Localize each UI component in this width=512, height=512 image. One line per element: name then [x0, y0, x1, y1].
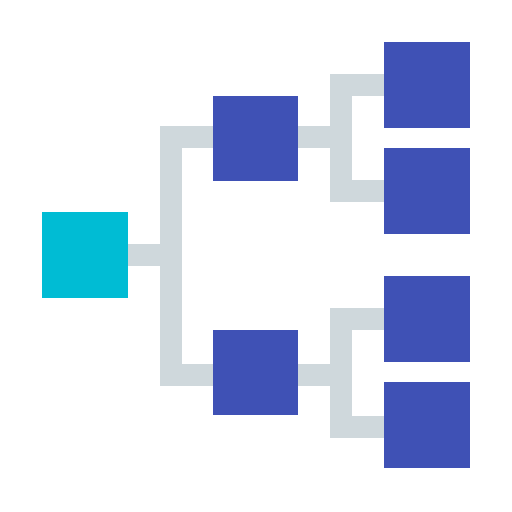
connector-branch-top-link	[160, 126, 214, 148]
connector-leaf-3-link	[330, 308, 386, 330]
connector-leaf-2-link	[330, 180, 386, 202]
connector-root-trunk	[160, 126, 182, 386]
connector-branch-bottom-link	[160, 364, 214, 386]
branch-node-bottom	[213, 330, 298, 415]
root-node	[42, 212, 128, 298]
connector-branch-bottom-trunk	[330, 308, 352, 438]
leaf-node-2	[384, 148, 470, 234]
branch-node-top	[213, 96, 298, 181]
leaf-node-3	[384, 276, 470, 362]
leaf-node-1	[384, 42, 470, 128]
connector-leaf-1-link	[330, 74, 386, 96]
connector-branch-top-trunk	[330, 74, 352, 202]
connector-leaf-4-link	[330, 416, 386, 438]
leaf-node-4	[384, 382, 470, 468]
